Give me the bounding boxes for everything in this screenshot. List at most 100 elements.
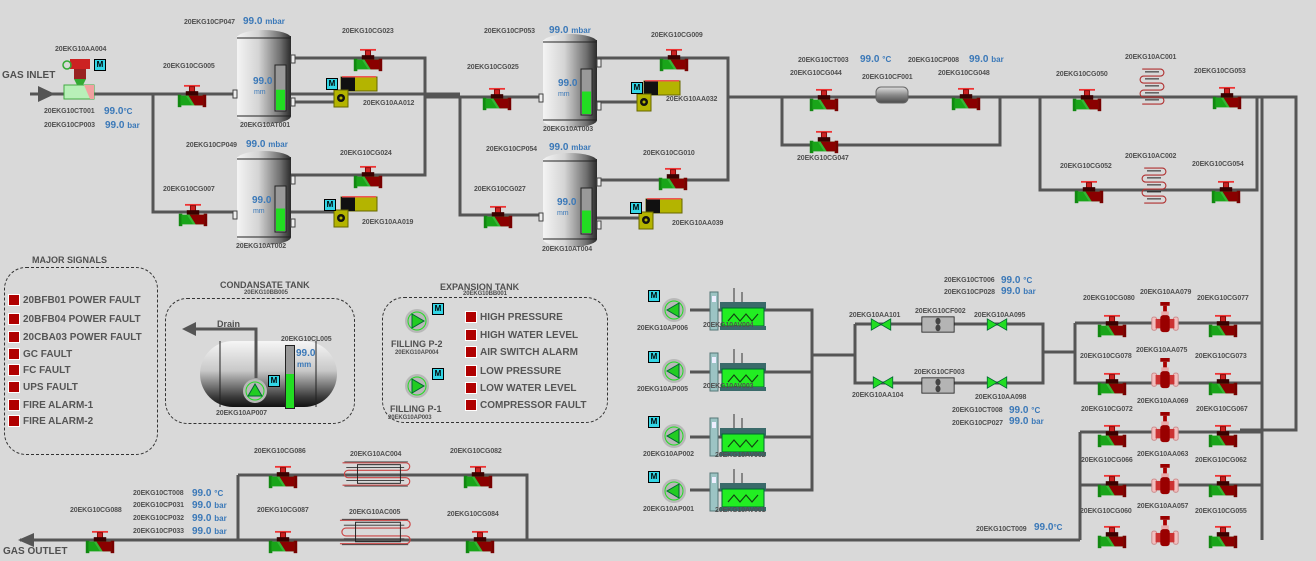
manual-valve-icon[interactable] xyxy=(1208,525,1238,549)
heater-coil-icon[interactable] xyxy=(338,517,416,547)
wf-top-temp-value: 99.0 °C xyxy=(1001,275,1033,286)
motor-badge: M xyxy=(326,78,338,90)
condensate-level-tag: 20EKG10CL005 xyxy=(281,336,332,343)
alarm-indicator: FIRE ALARM-2 xyxy=(8,414,93,428)
manual-valve-icon[interactable] xyxy=(951,87,981,111)
manual-valve-icon[interactable] xyxy=(1212,86,1242,110)
regulator-tag: 20EKG10AA069 xyxy=(1137,398,1189,405)
strainer-icon[interactable] xyxy=(920,377,956,394)
heater-coil-icon[interactable] xyxy=(1140,161,1168,213)
manual-valve-icon[interactable] xyxy=(353,48,383,72)
regulator-valve-icon[interactable] xyxy=(1151,412,1179,443)
manual-valve-icon[interactable] xyxy=(809,130,839,154)
regulator-valve-icon[interactable] xyxy=(1151,358,1179,389)
manual-valve-icon[interactable] xyxy=(1208,372,1238,396)
outlet-label: GAS OUTLET xyxy=(3,546,68,557)
alarm-label: LOW WATER LEVEL xyxy=(480,382,577,394)
manual-valve-icon[interactable] xyxy=(483,205,513,229)
manual-valve-icon[interactable] xyxy=(1097,525,1127,549)
gas-filter-icon[interactable] xyxy=(875,85,909,105)
wf-bottom-pressure-value: 99.0 bar xyxy=(1009,416,1044,427)
heater-coil-icon[interactable] xyxy=(340,460,416,488)
circulation-pump-icon[interactable] xyxy=(661,478,687,504)
condensate-level-unit: mm xyxy=(297,360,312,369)
manual-valve-icon[interactable] xyxy=(1074,180,1104,204)
control-valve-icon[interactable] xyxy=(60,55,100,101)
manual-valve-icon[interactable] xyxy=(463,465,493,489)
manual-valve-icon[interactable] xyxy=(1072,88,1102,112)
vessel-2-pressure: 99.0 mbar xyxy=(246,139,288,150)
valve-tag: 20EKG10CG005 xyxy=(163,63,215,70)
strainer-icon[interactable] xyxy=(920,316,956,333)
butterfly-valve-icon[interactable] xyxy=(986,376,1008,389)
condensate-tank-tag: 20EKG10BB005 xyxy=(244,290,288,296)
manual-valve-icon[interactable] xyxy=(85,530,115,554)
manual-valve-icon[interactable] xyxy=(268,465,298,489)
heater-coil-icon[interactable] xyxy=(1138,64,1166,112)
heater-tag: 20EKG10AC002 xyxy=(1125,153,1177,160)
alarm-label: HIGH WATER LEVEL xyxy=(480,329,579,341)
filling-pump-2-tag: 20EKG10AP004 xyxy=(395,350,439,356)
motor-badge: M xyxy=(648,416,660,428)
manual-valve-icon[interactable] xyxy=(659,48,689,72)
manual-valve-icon[interactable] xyxy=(177,84,207,108)
condensate-pump-icon[interactable] xyxy=(242,378,268,404)
butterfly-valve-icon[interactable] xyxy=(872,376,894,389)
motor-badge: M xyxy=(648,351,660,363)
manual-valve-icon[interactable] xyxy=(1211,180,1241,204)
regulator-valve-icon[interactable] xyxy=(1151,516,1179,547)
motor-badge: M xyxy=(268,375,280,387)
circulation-pump-icon[interactable] xyxy=(661,358,687,384)
butterfly-valve-icon[interactable] xyxy=(870,318,892,331)
vessel-1-pressure-tag: 20EKG10CP047 xyxy=(184,19,235,26)
manual-valve-icon[interactable] xyxy=(1097,474,1127,498)
alarm-indicator: 20CBA03 POWER FAULT xyxy=(8,330,142,344)
manual-valve-icon[interactable] xyxy=(178,203,208,227)
manual-valve-icon[interactable] xyxy=(1097,424,1127,448)
valve-tag: 20EKG10CG067 xyxy=(1196,406,1248,413)
filling-pump-1-label: FILLING P-1 xyxy=(390,404,442,414)
wf-filter-tag: 20EKG10CF003 xyxy=(914,369,965,376)
vessel-2-level: 99.0 xyxy=(252,195,272,206)
valve-tag: 20EKG10CG062 xyxy=(1195,457,1247,464)
inlet-arrow-icon xyxy=(38,86,55,102)
vessel-2[interactable] xyxy=(232,151,296,245)
manual-valve-icon[interactable] xyxy=(658,167,688,191)
alarm-indicator: LOW WATER LEVEL xyxy=(465,381,576,395)
manual-valve-icon[interactable] xyxy=(1208,314,1238,338)
regulator-valve-icon[interactable] xyxy=(1151,464,1179,495)
valve-tag: 20EKG10CG023 xyxy=(342,28,394,35)
motor-badge: M xyxy=(324,199,336,211)
return-temp-value: 99.0°C xyxy=(1034,522,1063,533)
motor-badge: M xyxy=(432,368,444,380)
manual-valve-icon[interactable] xyxy=(1208,474,1238,498)
manual-valve-icon[interactable] xyxy=(1097,314,1127,338)
vessel-1[interactable] xyxy=(232,30,296,124)
alarm-lamp-icon xyxy=(465,346,477,358)
manual-valve-icon[interactable] xyxy=(353,165,383,189)
circulation-pump-icon[interactable] xyxy=(661,297,687,323)
manual-valve-icon[interactable] xyxy=(482,87,512,111)
condensate-level-bar xyxy=(285,345,295,409)
vessel-3[interactable] xyxy=(538,34,602,128)
filter-temp-value: 99.0 °C xyxy=(860,54,892,65)
vessel-4[interactable] xyxy=(538,153,602,247)
valve-tag: 20EKG10CG052 xyxy=(1060,163,1112,170)
manual-valve-icon[interactable] xyxy=(465,530,495,554)
inlet-pressure-tag: 20EKG10CP003 xyxy=(44,122,95,129)
manual-valve-icon[interactable] xyxy=(1208,424,1238,448)
manual-valve-icon[interactable] xyxy=(809,88,839,112)
wf-top-pressure-tag: 20EKG10CP028 xyxy=(944,289,995,296)
filling-pump-1-icon[interactable] xyxy=(404,373,430,399)
regulator-valve-icon[interactable] xyxy=(1151,302,1179,333)
wf-bottom-temp-tag: 20EKG10CT008 xyxy=(952,407,1003,414)
vessel-2-tag: 20EKG10AT002 xyxy=(236,243,287,250)
manual-valve-icon[interactable] xyxy=(1097,372,1127,396)
butterfly-valve-icon[interactable] xyxy=(986,318,1008,331)
outlet-reading-value: 99.0 bar xyxy=(192,513,227,524)
level-fill xyxy=(276,89,285,110)
circulation-pump-icon[interactable] xyxy=(661,423,687,449)
manual-valve-icon[interactable] xyxy=(268,530,298,554)
filling-pump-2-icon[interactable] xyxy=(404,308,430,334)
wf-filter-tag: 20EKG10CF002 xyxy=(915,308,966,315)
